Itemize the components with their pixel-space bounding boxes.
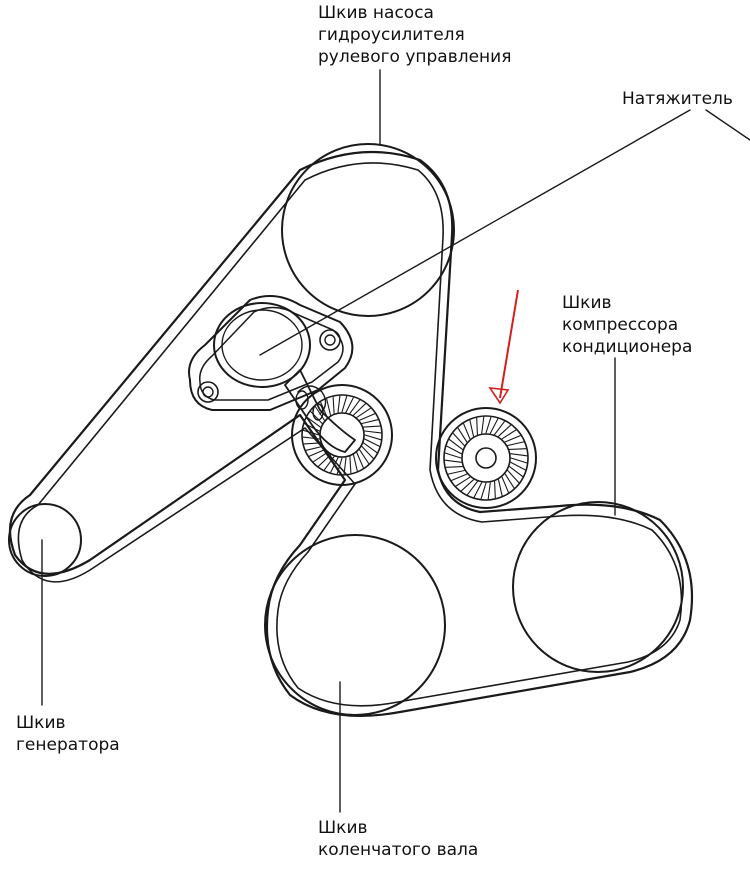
roller-rib	[308, 449, 325, 457]
roller-rib	[352, 403, 366, 416]
roller-rib	[501, 476, 509, 493]
roller-rib	[337, 395, 341, 413]
ac-compressor-pulley	[512, 501, 684, 673]
roller-rib	[361, 419, 379, 425]
roller-rib	[494, 420, 506, 436]
roller-rib	[451, 473, 468, 481]
roller-rib	[497, 424, 512, 437]
label-ac-compressor-line-3: кондиционера	[562, 337, 693, 357]
roller-rib	[457, 427, 468, 443]
roller-rib	[303, 442, 321, 445]
roller-rib	[332, 396, 335, 414]
roller-rib	[363, 442, 378, 454]
roller-rib	[352, 454, 358, 472]
roller-rib	[480, 482, 487, 500]
roller-rib	[494, 480, 496, 499]
roller-rib	[336, 457, 343, 475]
roller-rib	[312, 452, 328, 463]
label-tensioner: Натяжитель	[622, 88, 733, 110]
roller-rib	[304, 423, 320, 432]
roller-rib	[345, 397, 354, 413]
roller-rib	[510, 453, 528, 457]
roller-rib	[501, 429, 517, 440]
roller-rib	[349, 456, 352, 474]
roller-rib	[305, 445, 323, 451]
roller-rib	[452, 432, 465, 447]
roller-rib	[330, 457, 339, 473]
roller-rib	[510, 457, 528, 464]
roller-rib	[508, 448, 527, 450]
roller-rib	[302, 429, 320, 436]
roller-rib	[341, 395, 348, 413]
roller-rib	[508, 466, 524, 478]
crankshaft-pulley	[264, 534, 446, 716]
leader-lines	[41, 69, 750, 813]
roller-rib	[460, 479, 475, 492]
roller-rib	[497, 479, 503, 497]
roller-rib	[359, 449, 370, 465]
drive-belt	[8, 150, 694, 717]
roller-rib	[510, 461, 526, 471]
roller-rib	[306, 416, 321, 428]
roller-rib	[445, 466, 464, 468]
label-generator-line-1: Шкив	[16, 713, 66, 733]
roller-rib	[448, 438, 464, 450]
label-ps-pump-line-2: гидроусилителя	[318, 25, 465, 45]
roller-rib	[318, 454, 332, 467]
roller-rib	[356, 452, 364, 469]
roller-rib	[487, 482, 491, 500]
roller-rib	[444, 452, 462, 459]
roller-rib	[504, 473, 515, 489]
roller-rib	[359, 413, 376, 421]
label-ac-compressor-line-2: компрессора	[562, 315, 679, 335]
label-generator-line-2: генератора	[16, 735, 120, 755]
label-ac-compressor: Шкив компрессора кондиционера	[562, 292, 692, 358]
label-ps-pump-line-1: Шкив насоса	[318, 3, 434, 23]
red-arrow	[488, 289, 519, 405]
roller-rib	[489, 418, 499, 434]
label-generator: Шкив генератора	[16, 712, 120, 756]
roller-rib	[463, 423, 471, 440]
roller-rib	[356, 407, 372, 418]
roller-rib	[507, 469, 520, 484]
roller-rib	[302, 436, 320, 440]
roller-rib	[323, 456, 335, 471]
generator-pulley	[8, 503, 82, 577]
roller-rib	[469, 419, 475, 437]
label-tensioner-line-1: Натяжитель	[622, 89, 733, 109]
roller-rib	[473, 482, 483, 498]
roller-rib	[444, 459, 462, 463]
roller-rib	[363, 425, 381, 428]
label-crankshaft-line-1: Шкив	[318, 818, 368, 838]
roller-rib	[507, 441, 525, 447]
roller-rib	[481, 416, 485, 434]
roller-rib	[466, 480, 478, 496]
roller-rib	[361, 445, 374, 459]
label-ps-pump-line-3: рулевого управления	[318, 47, 512, 67]
tensioner-bracket	[188, 295, 356, 453]
ps-pump-pulley	[281, 143, 455, 317]
roller-rib	[455, 476, 471, 487]
roller-rib	[446, 445, 462, 455]
label-crankshaft-line-2: коленчатого вала	[318, 840, 479, 860]
roller-rib	[343, 457, 347, 475]
roller-rib	[447, 469, 465, 475]
roller-rib	[364, 430, 382, 434]
label-ac-compressor-line-1: Шкив	[562, 293, 612, 313]
idler-roller	[435, 407, 537, 509]
roller-rib	[349, 399, 361, 414]
roller-rib	[326, 398, 332, 416]
label-crankshaft: Шкив коленчатого вала	[318, 817, 478, 861]
roller-rib	[485, 416, 492, 434]
roller-rib	[476, 417, 478, 436]
roller-rib	[504, 435, 521, 443]
label-ps-pump: Шкив насоса гидроусилителя рулевого упра…	[318, 2, 511, 68]
roller-rib	[364, 434, 382, 441]
roller-rib	[364, 438, 380, 447]
